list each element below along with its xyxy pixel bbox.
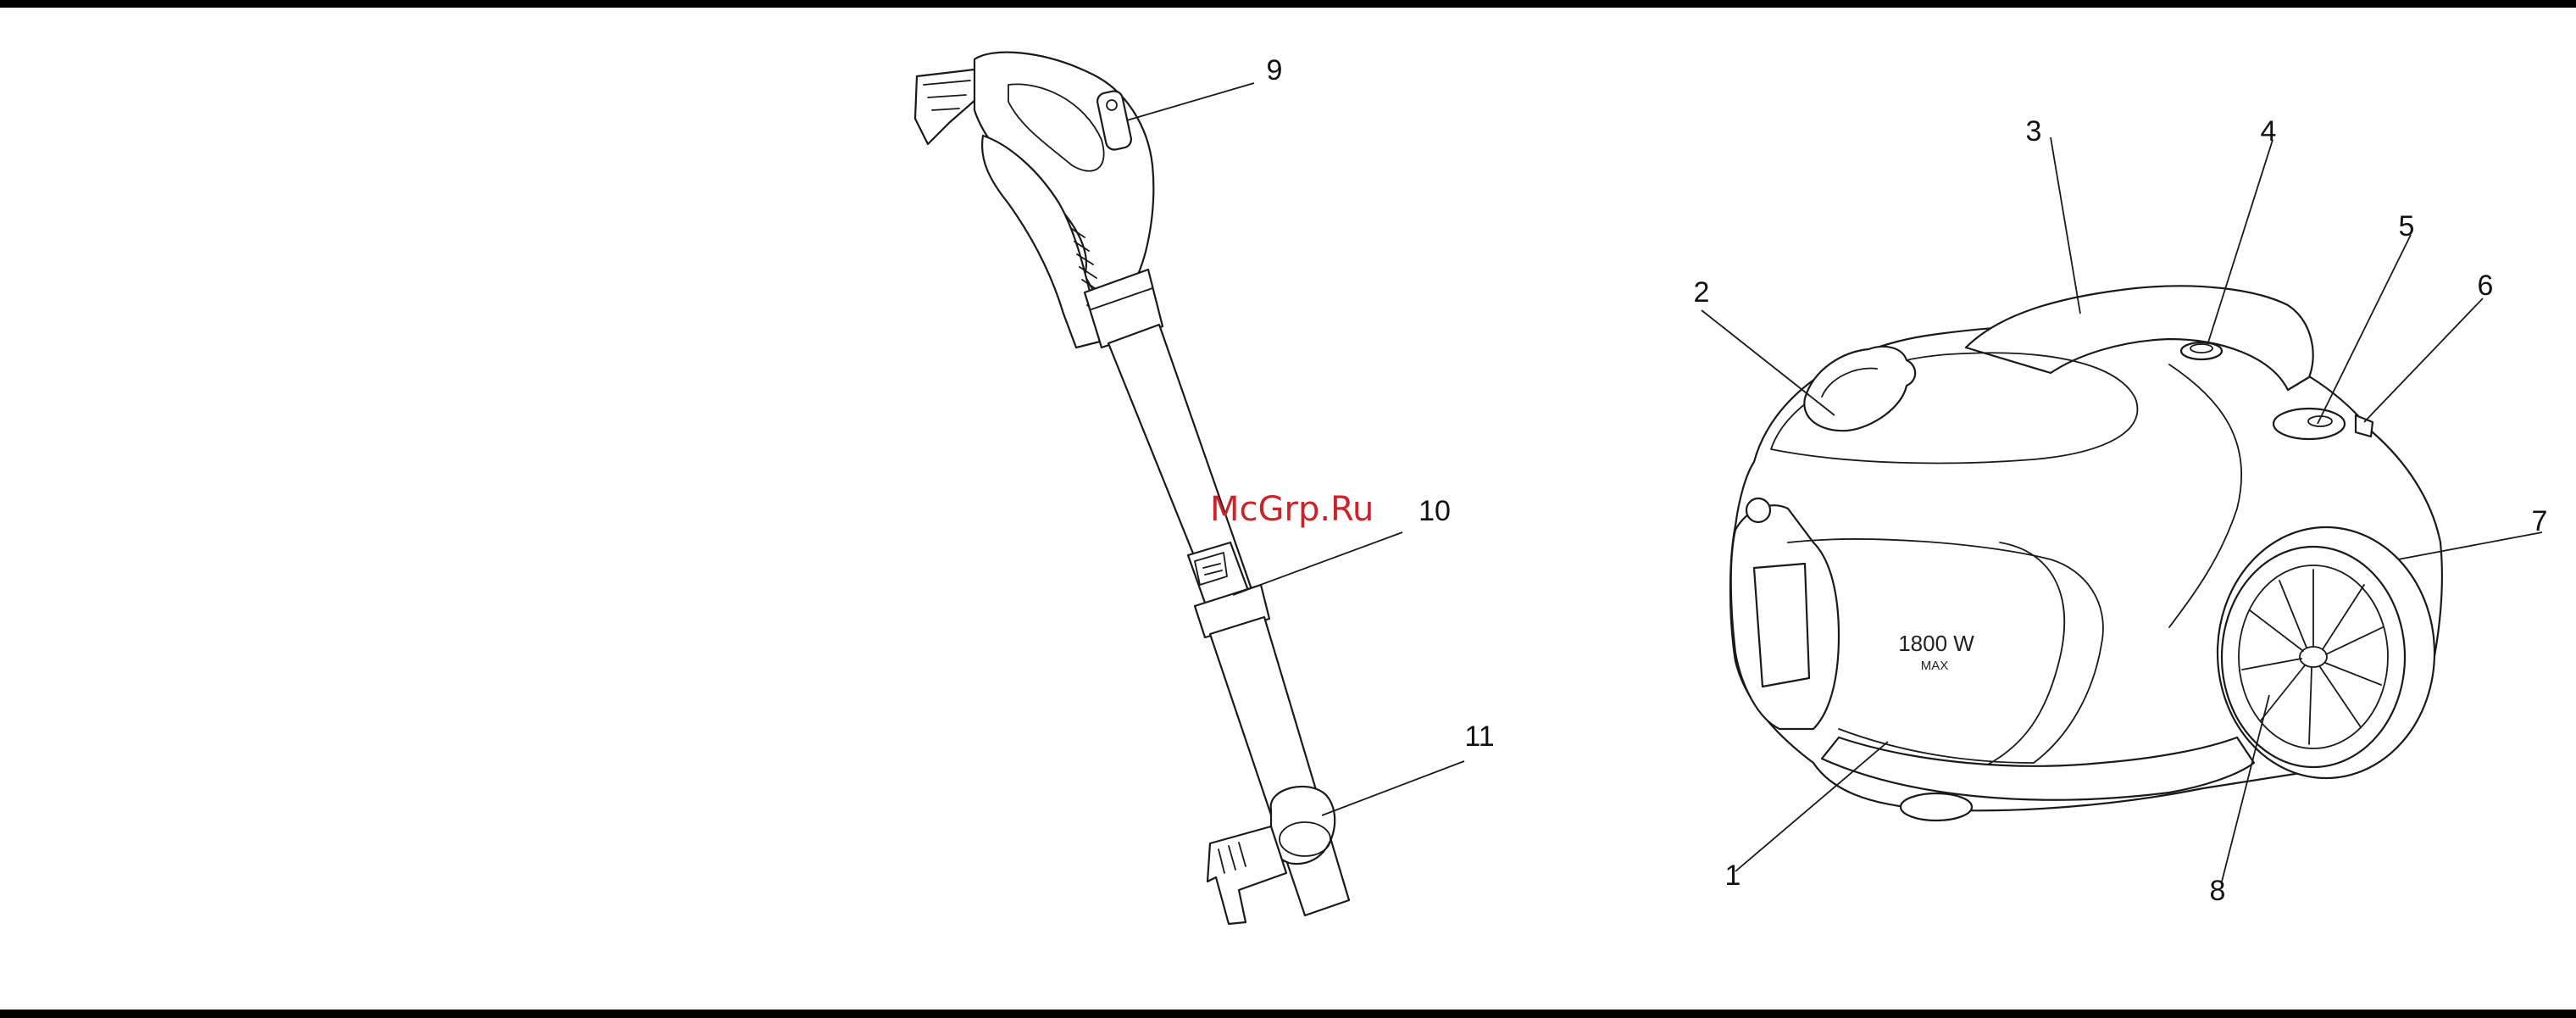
callout-5: 5: [2399, 210, 2415, 242]
callout-6: 6: [2478, 270, 2494, 302]
vacuum-body-illustration: 1800 W MAX: [1730, 286, 2442, 821]
handle-and-tube-illustration: [915, 53, 1349, 924]
callout-11: 11: [1464, 720, 1494, 753]
callout-4: 4: [2261, 115, 2277, 147]
callout-2: 2: [1694, 276, 1710, 309]
top-border-bar: [0, 0, 2576, 8]
callout-10: 10: [1418, 495, 1451, 527]
callout-9: 9: [1267, 54, 1283, 86]
callout-3: 3: [2026, 115, 2042, 147]
power-rating-suffix: MAX: [1921, 659, 1949, 673]
callout-8: 8: [2210, 875, 2226, 907]
power-rating-label: 1800 W: [1898, 631, 1974, 656]
callout-7: 7: [2532, 505, 2548, 537]
callout-1: 1: [1725, 859, 1741, 892]
watermark-text: McGrp.Ru: [1210, 490, 1374, 529]
bottom-border-bar: [0, 1010, 2576, 1018]
